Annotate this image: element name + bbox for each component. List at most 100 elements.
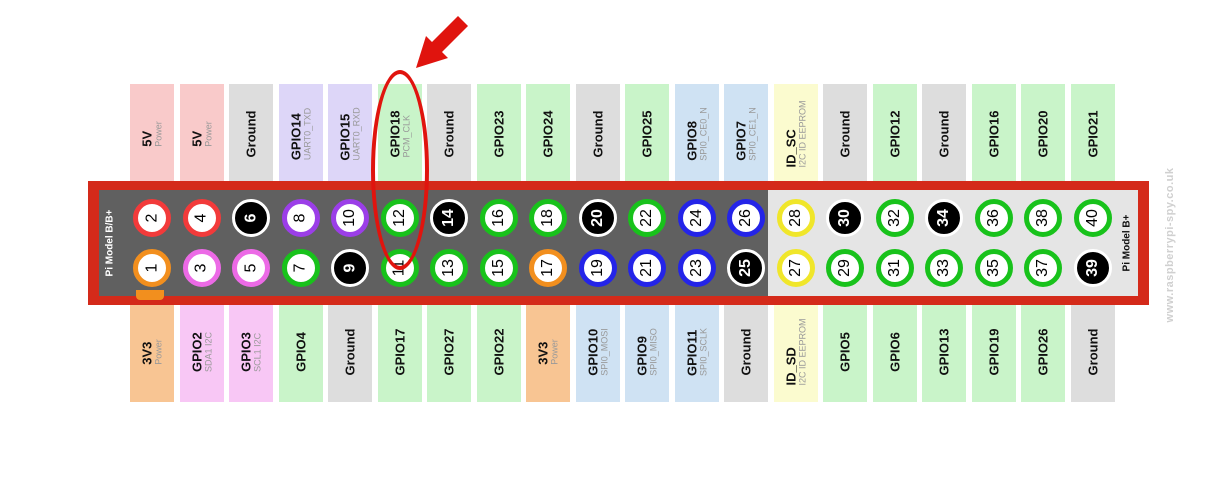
board-left-label-text: Pi Model B/B+ — [104, 209, 116, 277]
pin-function-subtitle: SPI0_MOSI — [599, 328, 609, 376]
pin-number: 13 — [439, 259, 457, 277]
pin-number: 6 — [242, 213, 259, 223]
pin-function-name: GPIO7 — [733, 121, 749, 161]
header-pin-26: 26 — [727, 199, 765, 237]
pin-number: 25 — [736, 259, 754, 277]
pin-number: 5 — [242, 263, 259, 273]
pin-function-name: GPIO2 — [189, 332, 204, 373]
pin-function-name: 3V3 — [139, 341, 155, 365]
pin-function-name: GPIO12 — [887, 110, 902, 158]
pin-number: 15 — [489, 259, 507, 277]
pin-function-subtitle: SPI0_CE1_N — [747, 107, 758, 161]
bot-pin-label: GPIO17 — [377, 302, 422, 402]
pin-function-name: GPIO17 — [392, 328, 407, 376]
pin-function-name: 3V3 — [535, 341, 551, 365]
pin-number: 36 — [984, 209, 1002, 227]
pin1-marker — [136, 290, 164, 300]
header-pin-27: 27 — [776, 249, 815, 287]
bot-pin-label: Ground — [724, 302, 768, 402]
pin-function-name: GPIO24 — [540, 110, 556, 158]
header-pin-2: 2 — [133, 199, 171, 237]
header-pin-32: 32 — [875, 199, 914, 237]
pin-function-name: ID_SC — [783, 129, 798, 168]
pin-function-name: GPIO14 — [288, 113, 303, 161]
pin-function-subtitle: I2C ID EEPROM — [797, 318, 807, 386]
pin-function-subtitle: Power — [203, 121, 213, 147]
pin-function-name: GPIO20 — [1035, 110, 1051, 158]
board-right-label-text: Pi Model B+ — [1121, 214, 1133, 272]
pin-number: 28 — [786, 209, 804, 227]
bot-pin-label: Ground — [1070, 302, 1115, 402]
pin-number: 4 — [192, 213, 210, 223]
top-pin-label: GPIO23 — [476, 84, 521, 184]
pin-number: 10 — [340, 209, 358, 227]
pin-function-name: Ground — [342, 328, 358, 376]
pin-function-subtitle: SCL1 I2C — [252, 332, 263, 372]
pin-function-name: Ground — [936, 110, 952, 158]
pin-number: 14 — [439, 209, 457, 227]
header-pin-1: 1 — [133, 249, 171, 287]
header-pin-7: 7 — [281, 249, 320, 287]
pin-function-name: GPIO3 — [238, 332, 254, 372]
header-pin-16: 16 — [479, 199, 518, 237]
pin-number: 16 — [489, 209, 507, 227]
header-pin-28: 28 — [776, 199, 815, 237]
pin-function-subtitle: Power — [549, 339, 560, 365]
board-right-label: Pi Model B+ — [1116, 190, 1138, 296]
top-pin-label: GPIO24 — [526, 84, 570, 184]
header-pin-34: 34 — [925, 199, 963, 237]
header-pin-29: 29 — [826, 249, 864, 287]
pin-number: 26 — [736, 209, 754, 227]
pin-function-name: GPIO19 — [986, 328, 1001, 376]
header-pin-13: 13 — [430, 249, 468, 287]
pin-function-name: Ground — [837, 110, 853, 158]
pin-function-subtitle: UART0_RXD — [351, 107, 362, 161]
watermark: www.raspberrypi-spy.co.uk — [1164, 167, 1176, 323]
pin-number: 21 — [637, 259, 655, 277]
bot-pin-label: GPIO5 — [823, 302, 867, 402]
header-pin-4: 4 — [182, 199, 221, 237]
header-pin-24: 24 — [677, 199, 716, 237]
bot-pin-label: Ground — [328, 302, 372, 402]
header-pin-36: 36 — [974, 199, 1013, 237]
header-pin-23: 23 — [677, 249, 716, 287]
header-pin-38: 38 — [1024, 199, 1062, 237]
pin-function-name: GPIO6 — [887, 332, 902, 372]
pin-function-subtitle: UART0_TXD — [302, 107, 312, 161]
bot-pin-label: GPIO4 — [278, 302, 323, 402]
pin-function-subtitle: Power — [153, 339, 164, 365]
header-pin-25: 25 — [727, 249, 765, 287]
pin-number: 22 — [637, 209, 655, 227]
header-pin-39: 39 — [1073, 249, 1112, 287]
pin-function-subtitle: SDA1 I2C — [203, 331, 213, 373]
top-pin-label: GPIO20 — [1021, 84, 1065, 184]
pin-function-subtitle: Power — [153, 121, 164, 147]
pin-function-name: GPIO13 — [936, 328, 952, 376]
header-pin-3: 3 — [182, 249, 221, 287]
top-pin-label: Ground — [922, 84, 966, 184]
header-pin-21: 21 — [628, 249, 666, 287]
header-pin-31: 31 — [875, 249, 914, 287]
pin-number: 31 — [885, 259, 903, 277]
header-pin-17: 17 — [529, 249, 567, 287]
pin-function-name: GPIO9 — [634, 336, 650, 376]
pin-number: 7 — [291, 263, 309, 273]
pin-function-name: Ground — [1085, 328, 1100, 376]
header-pin-20: 20 — [578, 199, 617, 237]
pin-number: 33 — [934, 259, 952, 277]
header-pin-37: 37 — [1024, 249, 1062, 287]
header-pin-19: 19 — [578, 249, 617, 287]
pin-function-name: 5V — [189, 130, 204, 147]
header-pin-35: 35 — [974, 249, 1013, 287]
